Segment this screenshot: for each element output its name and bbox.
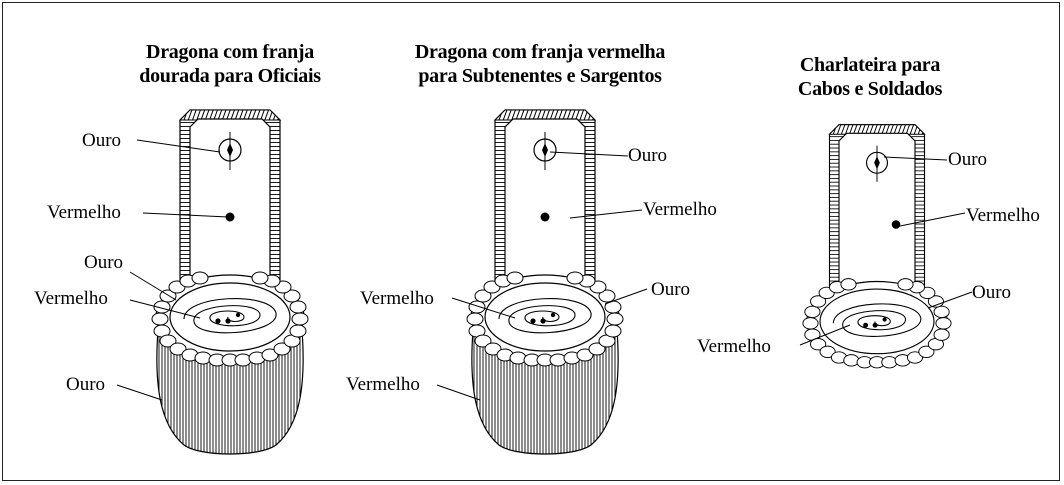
title-line: Cabos e Soldados	[797, 78, 943, 100]
label-vermelho: Vermelho	[697, 336, 771, 357]
charlateira-soldados	[802, 124, 952, 369]
label-vermelho: Vermelho	[34, 288, 108, 309]
label-ouro: Ouro	[651, 279, 691, 300]
label-ouro: Ouro	[84, 252, 124, 273]
title-charlateira: Charlateira para Cabos e Soldados	[760, 53, 980, 101]
label-vermelho: Vermelho	[346, 374, 420, 395]
epaulette-oficiais	[151, 109, 309, 455]
title-dragona-oficiais: Dragona com franja dourada para Oficiais	[110, 40, 350, 88]
label-ouro: Ouro	[948, 149, 988, 170]
epaulette-sargentos	[466, 109, 624, 455]
label-vermelho: Vermelho	[47, 202, 121, 223]
label-vermelho: Vermelho	[360, 288, 434, 309]
label-ouro: Ouro	[628, 145, 668, 166]
label-ouro: Ouro	[82, 130, 122, 151]
title-line: para Subtenentes e Sargentos	[418, 65, 662, 87]
label-vermelho: Vermelho	[643, 199, 717, 220]
label-ouro: Ouro	[972, 282, 1012, 303]
title-line: Dragona com franja	[146, 41, 314, 63]
title-line: Dragona com franja vermelha	[414, 41, 666, 63]
label-vermelho: Vermelho	[966, 205, 1040, 226]
title-dragona-subtenentes: Dragona com franja vermelha para Subtene…	[380, 40, 700, 88]
label-ouro: Ouro	[66, 374, 106, 395]
title-line: Charlateira para	[799, 54, 941, 76]
title-line: dourada para Oficiais	[139, 65, 321, 87]
